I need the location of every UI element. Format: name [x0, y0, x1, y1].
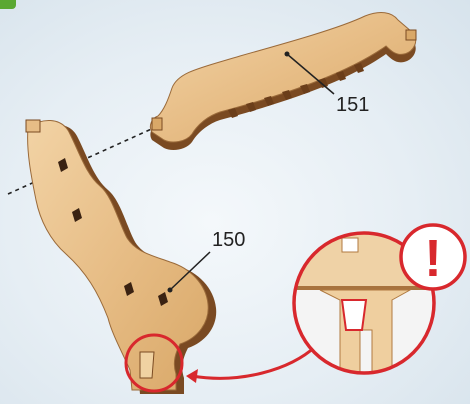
- callout-arrow: [192, 346, 316, 378]
- svg-text:!: !: [424, 230, 441, 288]
- part-150: [26, 120, 216, 394]
- part-151: [150, 13, 416, 150]
- part-150-label: 150: [212, 229, 245, 251]
- part-151-label: 151: [336, 94, 369, 116]
- warning-exclamation-icon: !: [401, 225, 465, 289]
